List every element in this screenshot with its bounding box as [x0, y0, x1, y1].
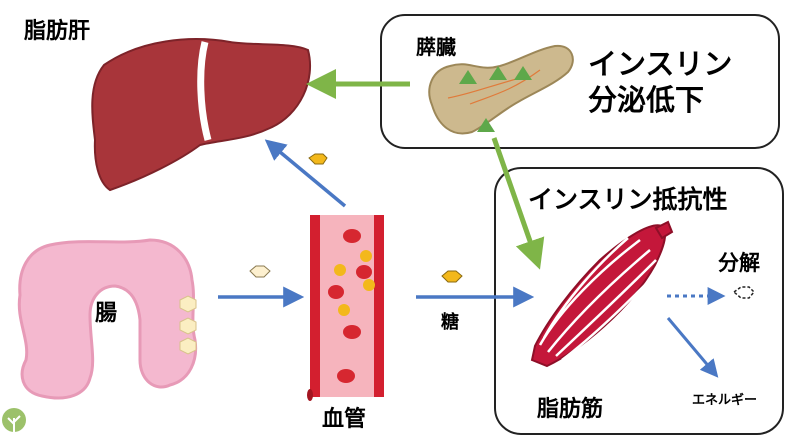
sugar-molecule-icon	[441, 270, 463, 283]
decomposition-label: 分解	[718, 251, 760, 275]
intestine-illustration	[17, 238, 198, 400]
sugar-molecule-icon	[334, 264, 346, 276]
red-blood-cell-icon	[343, 229, 361, 243]
pancreas-illustration	[428, 44, 574, 135]
sugar-molecule-icon	[308, 153, 328, 165]
sugar-molecule-icon	[338, 304, 350, 316]
sugar-molecule-icon	[179, 337, 197, 355]
sugar-molecule-icon	[179, 317, 197, 335]
insulin-triangle-icon	[489, 66, 507, 80]
insulin-secretion-label-line1: インスリン	[588, 47, 732, 81]
red-blood-cell-icon	[343, 325, 361, 339]
red-blood-cell-icon	[337, 369, 355, 383]
fatty-liver-label: 脂肪肝	[24, 18, 90, 44]
arrow-vessel-to-liver	[264, 139, 347, 208]
red-blood-cell-icon	[328, 285, 344, 299]
tree-logo-icon	[2, 408, 26, 434]
fatty-muscle-label: 脂肪筋	[537, 396, 603, 422]
sugar-label: 糖	[441, 311, 459, 333]
insulin-triangle-icon	[477, 118, 495, 132]
liver-illustration	[91, 38, 312, 192]
blood-vessel-label: 血管	[322, 406, 366, 432]
blood-vessel-illustration	[307, 215, 384, 401]
arrow-pancreas-to-muscle	[491, 137, 545, 270]
pancreas-label: 膵臓	[416, 35, 456, 59]
muscle-illustration	[530, 220, 674, 368]
sugar-molecule-icon	[360, 250, 372, 262]
insulin-triangle-icon	[459, 70, 477, 84]
insulin-resistance-label: インスリン抵抗性	[528, 185, 728, 214]
insulin-secretion-label-line2: 分泌低下	[588, 83, 704, 117]
arrow-muscle-to-energy	[666, 317, 719, 378]
energy-label: エネルギー	[692, 392, 757, 408]
sugar-molecule-icon	[179, 295, 197, 313]
sugar-molecule-icon	[249, 265, 271, 278]
red-blood-cell-icon	[356, 265, 372, 279]
insulin-triangle-icon	[514, 66, 532, 80]
sugar-molecule-icon	[363, 279, 375, 291]
intestine-label: 腸	[95, 301, 117, 326]
